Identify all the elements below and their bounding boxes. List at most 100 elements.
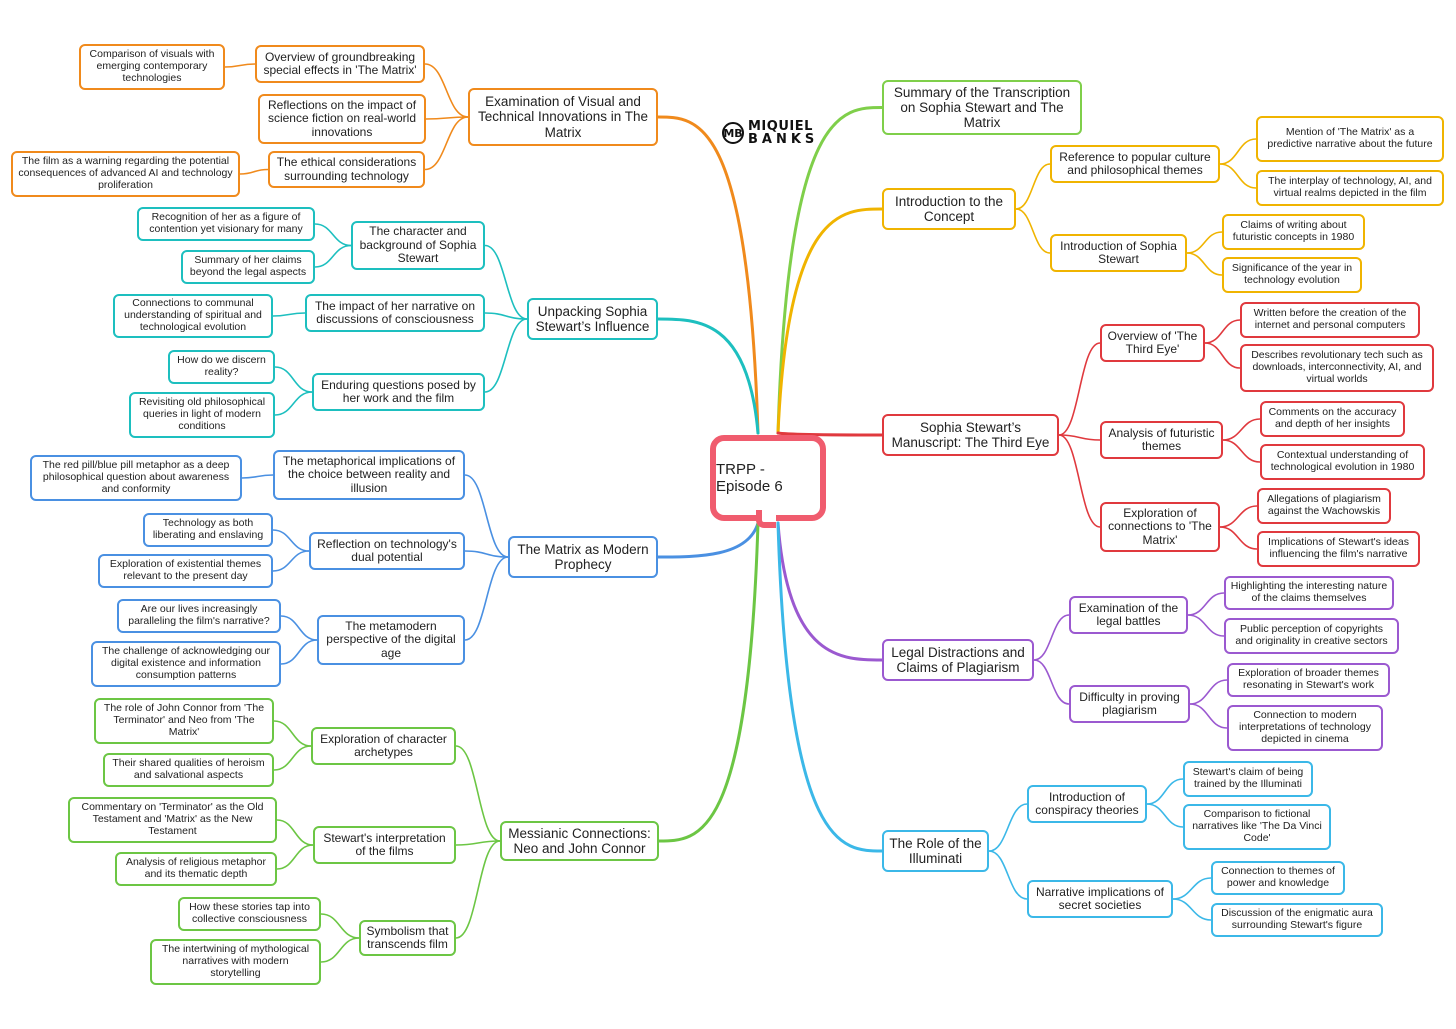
node-red-3a[interactable]: Allegations of plagiarism against the Wa… [1257, 488, 1391, 524]
node-yellow-2[interactable]: Introduction of Sophia Stewart [1050, 234, 1187, 272]
node-blue-3b[interactable]: The challenge of acknowledging our digit… [91, 641, 281, 687]
node-cyan-main[interactable]: The Role of the Illuminati [882, 830, 989, 872]
connector [273, 720, 312, 747]
connector [776, 521, 884, 853]
node-green-1b[interactable]: Their shared qualities of heroism and sa… [103, 753, 274, 787]
node-blue-3[interactable]: The metamodern perspective of the digita… [317, 615, 465, 665]
node-red-main[interactable]: Sophia Stewart’s Manuscript: The Third E… [882, 414, 1059, 456]
node-green-2a[interactable]: Commentary on 'Terminator' as the Old Te… [68, 797, 277, 843]
node-cyan-1a[interactable]: Stewart's claim of being trained by the … [1183, 761, 1313, 797]
node-yellow-1a[interactable]: Mention of 'The Matrix' as a predictive … [1256, 116, 1444, 162]
node-purple-2[interactable]: Difficulty in proving plagiarism [1069, 685, 1190, 723]
connector [455, 745, 501, 842]
connector [656, 521, 760, 559]
connector [424, 116, 469, 171]
node-teal-main[interactable]: Unpacking Sophia Stewart’s Influence [527, 298, 658, 340]
connector [1058, 434, 1101, 441]
node-green-3b[interactable]: The intertwining of mythological narrati… [150, 939, 321, 985]
node-yellow-2a[interactable]: Claims of writing about futuristic conce… [1222, 214, 1365, 250]
connector [484, 318, 528, 393]
node-purple-1b[interactable]: Public perception of copyrights and orig… [1224, 618, 1399, 654]
node-yellow-2b[interactable]: Significance of the year in technology e… [1222, 257, 1362, 293]
connector [276, 819, 314, 846]
connector [484, 312, 528, 320]
connector [1033, 614, 1070, 661]
node-cyan-2a[interactable]: Connection to themes of power and knowle… [1211, 861, 1345, 895]
node-blue-1[interactable]: The metaphorical implications of the cho… [273, 450, 465, 500]
node-teal-1a[interactable]: Recognition of her as a figure of conten… [137, 207, 315, 241]
node-red-1a[interactable]: Written before the creation of the inter… [1240, 302, 1420, 338]
node-cyan-1[interactable]: Introduction of conspiracy theories [1027, 785, 1147, 823]
node-cyan-1b[interactable]: Comparison to fictional narratives like … [1183, 804, 1331, 850]
node-green-3[interactable]: Symbolism that transcends film [359, 920, 456, 956]
connector [1172, 898, 1212, 921]
node-teal-3a[interactable]: How do we discern reality? [168, 350, 275, 384]
node-green-main[interactable]: Messianic Connections: Neo and John Conn… [500, 821, 659, 861]
connector [1219, 138, 1257, 165]
node-teal-1b[interactable]: Summary of her claims beyond the legal a… [181, 250, 315, 284]
node-orange-1[interactable]: Overview of groundbreaking special effec… [255, 45, 425, 83]
node-blue-main[interactable]: The Matrix as Modern Prophecy [508, 536, 658, 578]
node-orange-2[interactable]: Reflections on the impact of science fic… [258, 94, 426, 144]
node-red-2b[interactable]: Contextual understanding of technologica… [1260, 444, 1425, 480]
node-purple-1a[interactable]: Highlighting the interesting nature of t… [1224, 576, 1394, 610]
node-teal-1[interactable]: The character and background of Sophia S… [351, 221, 485, 270]
node-red-2a[interactable]: Comments on the accuracy and depth of he… [1260, 401, 1405, 437]
node-cyan-2[interactable]: Narrative implications of secret societi… [1027, 880, 1173, 918]
node-green-2b[interactable]: Analysis of religious metaphor and its t… [115, 852, 277, 886]
node-red-3b[interactable]: Implications of Stewart's ideas influenc… [1257, 531, 1420, 567]
node-blue-3a[interactable]: Are our lives increasingly paralleling t… [117, 599, 281, 633]
node-teal-2a[interactable]: Connections to communal understanding of… [113, 294, 273, 338]
connector [1033, 659, 1070, 705]
node-teal-3b[interactable]: Revisiting old philosophical queries in … [129, 392, 275, 438]
connector [424, 63, 469, 118]
node-yellow-1b[interactable]: The interplay of technology, AI, and vir… [1256, 170, 1444, 206]
connector [656, 115, 760, 435]
node-teal-2[interactable]: The impact of her narrative on discussio… [305, 294, 485, 332]
connector [1204, 319, 1241, 344]
node-red-3[interactable]: Exploration of connections to 'The Matri… [1100, 502, 1220, 552]
connector [455, 840, 501, 939]
node-red-1[interactable]: Overview of 'The Third Eye' [1100, 324, 1205, 362]
node-yellow-main[interactable]: Introduction to the Concept [882, 188, 1016, 230]
node-green-1[interactable]: Exploration of character archetypes [311, 727, 456, 765]
miquiel-banks-logo: MB MIQUIEL BANKS [722, 117, 822, 149]
node-purple-2a[interactable]: Exploration of broader themes resonating… [1227, 663, 1390, 697]
node-green-2[interactable]: Stewart's interpretation of the films [313, 826, 456, 864]
node-orange-1a[interactable]: Comparison of visuals with emerging cont… [79, 44, 225, 90]
connector [1186, 231, 1223, 254]
node-blue-2[interactable]: Reflection on technology's dual potentia… [309, 532, 465, 570]
connector [657, 521, 760, 843]
connector [1187, 592, 1225, 616]
node-green-3a[interactable]: How these stories tap into collective co… [178, 897, 321, 931]
node-purple-1[interactable]: Examination of the legal battles [1069, 596, 1188, 634]
connector [241, 474, 274, 479]
connector [988, 850, 1028, 900]
node-orange-3[interactable]: The ethical considerations surrounding t… [268, 151, 425, 188]
logo-mark-icon: MB [722, 122, 744, 144]
connector [464, 474, 509, 558]
connector [1058, 434, 1101, 528]
node-lgreen-main[interactable]: Summary of the Transcription on Sophia S… [882, 80, 1082, 135]
node-purple-main[interactable]: Legal Distractions and Claims of Plagiar… [882, 639, 1034, 681]
node-orange-main[interactable]: Examination of Visual and Technical Inno… [468, 88, 658, 146]
connector [272, 312, 306, 317]
connector [776, 431, 884, 437]
connector [1219, 163, 1257, 189]
node-cyan-2b[interactable]: Discussion of the enigmatic aura surroun… [1211, 903, 1383, 937]
connector [1015, 208, 1051, 254]
node-blue-2a[interactable]: Technology as both liberating and enslav… [143, 513, 273, 547]
node-blue-1a[interactable]: The red pill/blue pill metaphor as a dee… [30, 455, 242, 501]
node-orange-3a[interactable]: The film as a warning regarding the pote… [11, 151, 240, 197]
node-red-2[interactable]: Analysis of futuristic themes [1100, 421, 1223, 459]
connector [273, 745, 312, 771]
node-blue-2b[interactable]: Exploration of existential themes releva… [98, 554, 273, 588]
node-red-1b[interactable]: Describes revolutionary tech such as dow… [1240, 344, 1434, 392]
root-node[interactable]: TRPP - Episode 6 [710, 435, 826, 521]
node-yellow-1[interactable]: Reference to popular culture and philoso… [1050, 145, 1220, 183]
connector [1189, 703, 1228, 729]
node-teal-3[interactable]: Enduring questions posed by her work and… [312, 373, 485, 411]
node-purple-2b[interactable]: Connection to modern interpretations of … [1227, 705, 1383, 751]
connector [320, 937, 360, 963]
node-green-1a[interactable]: The role of John Connor from 'The Termin… [94, 698, 274, 744]
